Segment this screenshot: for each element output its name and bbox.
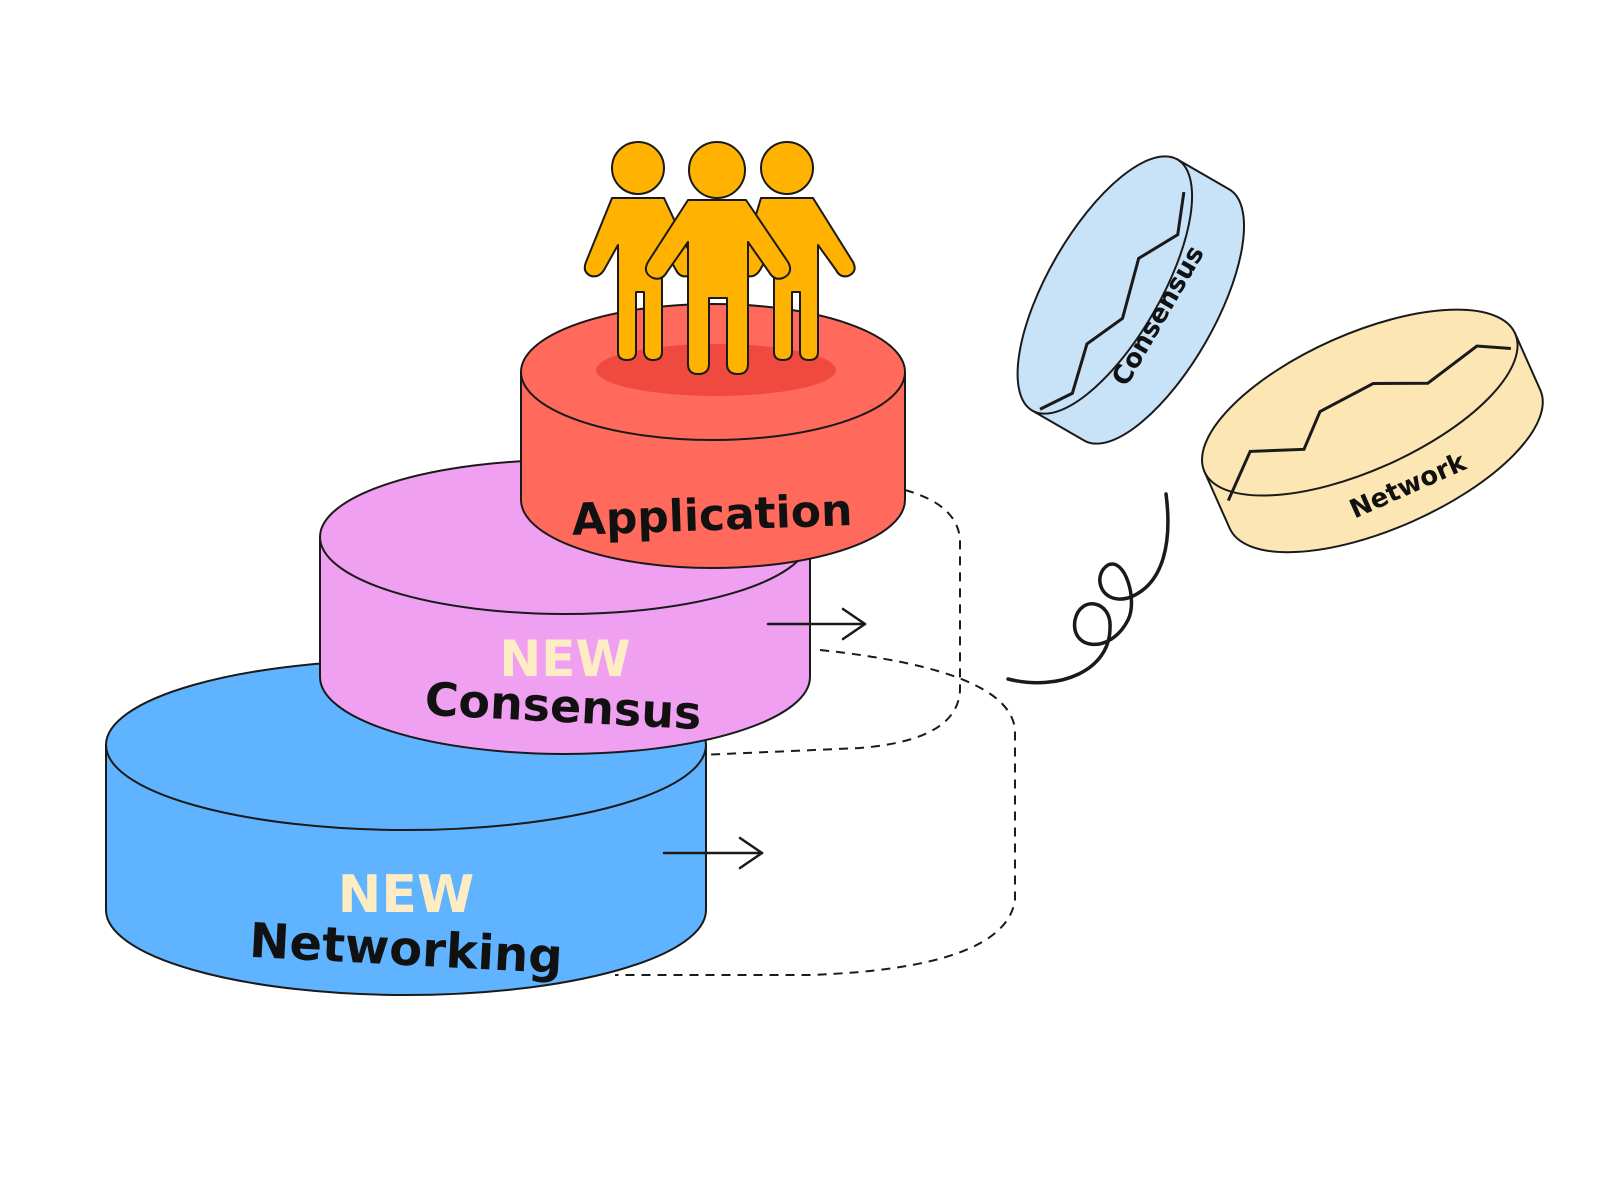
ghost-outline-lower xyxy=(615,649,1016,976)
network-piece: Network xyxy=(1201,308,1544,554)
networking-arrow-icon xyxy=(662,836,764,870)
consensus-new-tag: NEW xyxy=(499,630,630,688)
ghost-outlines xyxy=(615,489,1016,976)
swoosh-line xyxy=(1006,492,1170,685)
consensus-piece-top xyxy=(1016,155,1194,415)
networking-new-tag: NEW xyxy=(338,865,474,925)
consensus-arrow-icon xyxy=(766,607,867,641)
person-center-icon xyxy=(644,141,792,375)
users-icon xyxy=(583,141,856,375)
consensus-piece-crack xyxy=(1039,191,1186,411)
ghost-outline-upper xyxy=(699,489,961,756)
networking-layer: NEW Networking xyxy=(105,659,707,996)
arrows xyxy=(662,607,867,870)
consensus-piece: Consensus xyxy=(1016,155,1245,445)
application-label: Application xyxy=(571,485,853,546)
application-layer: Application xyxy=(520,303,906,569)
network-piece-crack xyxy=(1226,344,1511,502)
